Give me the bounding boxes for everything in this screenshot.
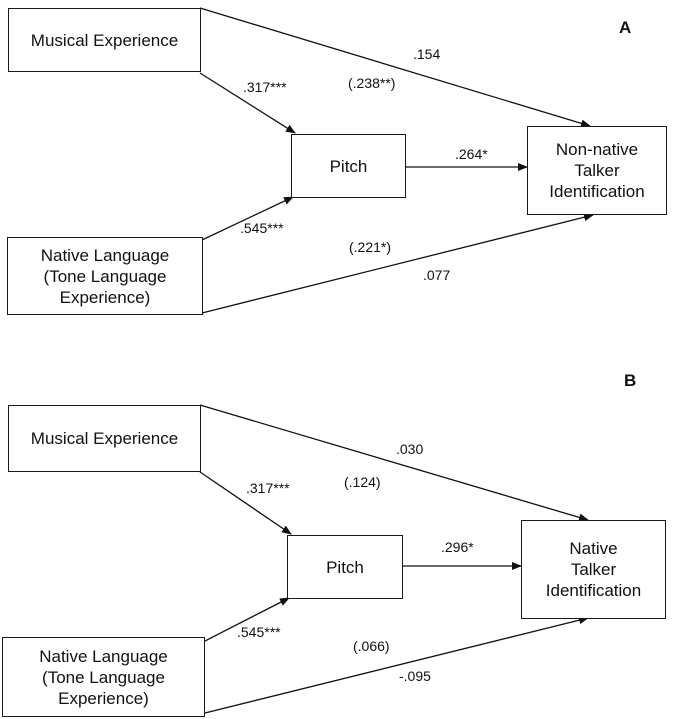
node-label-line: Native — [569, 539, 618, 558]
coef-b-musical-total: (.124) — [344, 474, 381, 490]
node-label: Musical Experience — [30, 429, 179, 448]
arrow-b-lang-to-pitch — [204, 597, 290, 642]
node-outcome-b: Native Talker Identification — [521, 520, 666, 619]
arrow-b-musical-to-pitch — [199, 471, 292, 535]
coef-b-pitch-to-outcome: .296* — [441, 539, 474, 555]
coef-a-musical-total: (.238**) — [348, 75, 396, 91]
arrow-b-lang-to-outcome — [204, 616, 589, 714]
coef-b-lang-direct: -.095 — [399, 668, 431, 684]
node-label: Pitch — [329, 156, 368, 176]
node-musical-experience-b: Musical Experience — [8, 405, 201, 472]
node-label-line: Identification — [549, 182, 645, 201]
node-label-line: Experience) — [59, 287, 151, 307]
coef-b-lang-to-pitch: .545*** — [237, 624, 281, 640]
node-label-line: Native Language — [40, 245, 170, 265]
node-label-line: (Tone Language — [42, 667, 165, 687]
node-label: Musical Experience — [30, 30, 179, 50]
coef-a-musical-to-pitch: .317*** — [243, 79, 287, 95]
node-outcome-a: Non-native Talker Identification — [527, 126, 667, 215]
arrow-b-musical-to-outcome — [199, 404, 589, 522]
node-label-line: Native Language — [39, 646, 168, 666]
arrow-a-lang-to-pitch — [201, 196, 294, 241]
coef-a-lang-total: (.221*) — [349, 239, 392, 255]
node-native-language-b: Native Language (Tone Language Experienc… — [2, 637, 205, 717]
coef-b-musical-direct: .030 — [396, 441, 424, 457]
coef-b-musical-to-pitch: .317*** — [246, 480, 290, 496]
node-label: Pitch — [326, 557, 364, 577]
node-pitch-a: Pitch — [291, 134, 406, 198]
coef-a-pitch-to-outcome: .264* — [455, 146, 488, 162]
node-label-line: Experience) — [58, 688, 149, 708]
node-label-line: (Tone Language — [43, 266, 167, 286]
arrow-a-musical-to-outcome — [199, 7, 591, 128]
node-musical-experience-a: Musical Experience — [8, 8, 201, 72]
node-label-line: Identification — [545, 581, 642, 600]
node-pitch-b: Pitch — [287, 535, 403, 599]
panel-label-b: B — [624, 371, 637, 390]
arrow-a-musical-to-pitch — [199, 72, 296, 134]
node-label-line: Talker — [570, 560, 617, 579]
coef-a-musical-direct: .154 — [413, 46, 441, 62]
node-label-line: Non-native — [555, 140, 639, 159]
panel-label-a: A — [619, 18, 632, 37]
coef-a-lang-direct: .077 — [423, 267, 451, 283]
coef-a-lang-to-pitch: .545*** — [240, 220, 284, 236]
node-label-line: Talker — [574, 161, 620, 180]
node-native-language-a: Native Language (Tone Language Experienc… — [7, 237, 203, 315]
arrow-a-lang-to-outcome — [201, 213, 594, 314]
coef-b-lang-total: (.066) — [353, 638, 390, 654]
